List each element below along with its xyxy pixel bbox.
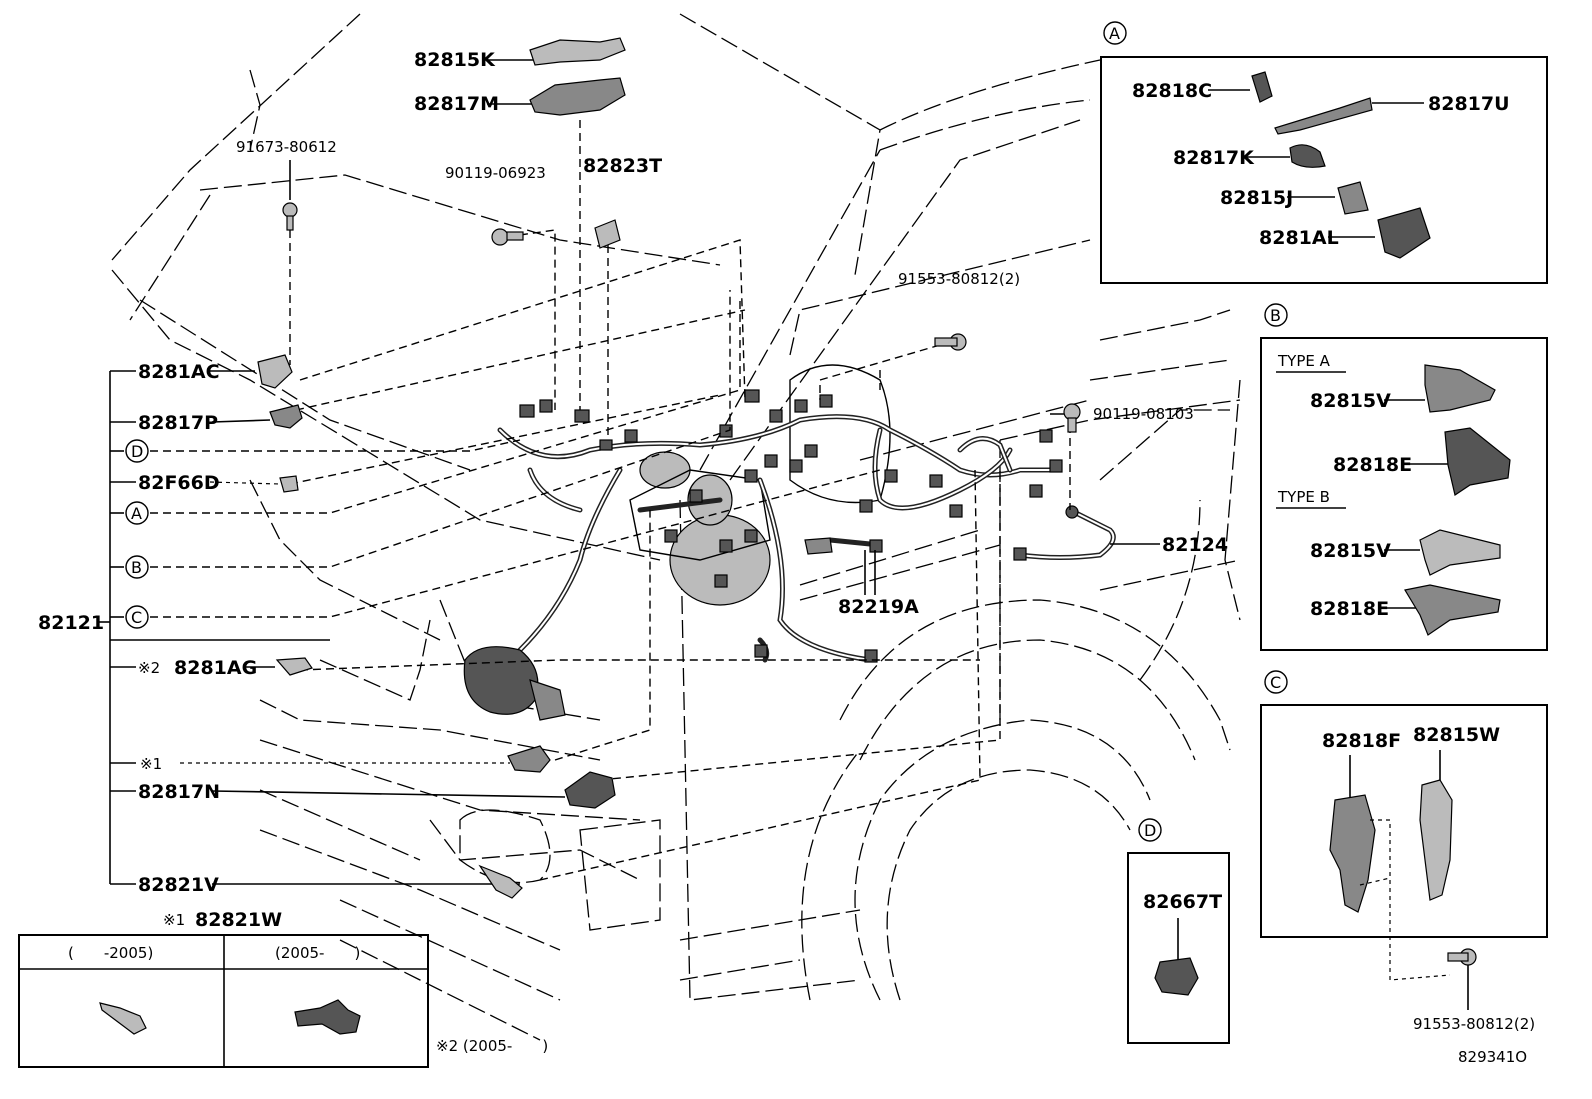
label-91553-80812-bottom: 91553-80812(2) <box>1413 1015 1535 1033</box>
panel-b: B TYPE A TYPE B 82815V 82818E 82815V 828… <box>1260 303 1548 651</box>
note-1-marker: ※1 <box>140 755 162 773</box>
callout-a-left: A <box>125 501 149 525</box>
main-labels: 82815K 82817M 91673-80612 90119-06923 82… <box>38 49 1228 896</box>
label-82817N: 82817N <box>138 781 220 803</box>
panel-b-title: B <box>1270 306 1281 325</box>
panel-a-item-2: 82817U <box>1428 93 1510 115</box>
panel-c: C 82818F 82815W <box>1260 670 1548 981</box>
label-82124: 82124 <box>1162 534 1228 556</box>
panel-d-title: D <box>1144 821 1156 840</box>
panel-a-item-4: 82815J <box>1220 187 1293 209</box>
note-2-text: ※2 (2005- ) <box>436 1037 548 1055</box>
svg-text:B: B <box>131 558 142 577</box>
label-90119-06923: 90119-06923 <box>445 164 546 182</box>
label-90119-08103: 90119-08103 <box>1093 405 1194 423</box>
note-2-marker: ※2 <box>138 659 160 677</box>
label-82121: 82121 <box>38 612 104 634</box>
label-8281AC: 8281AC <box>138 361 220 383</box>
panel-b-type-b: TYPE B <box>1277 488 1330 506</box>
table-col-2-header: (2005- ) <box>275 944 360 962</box>
panel-c-title: C <box>1270 673 1281 692</box>
table-col-1-header: ( -2005) <box>68 944 153 962</box>
label-91553-80812-top: 91553-80812(2) <box>898 270 1020 288</box>
table-note-marker: ※1 <box>163 911 185 929</box>
panel-a-item-3: 82817K <box>1173 147 1255 169</box>
vehicle-body-outline <box>111 13 1241 1041</box>
panel-a-item-5: 8281AL <box>1259 227 1339 249</box>
callout-c-left: C <box>125 605 149 629</box>
panel-b-item-4: 82818E <box>1310 598 1389 620</box>
callout-d-left: D <box>125 439 149 463</box>
panel-a-item-1: 82818C <box>1132 80 1212 102</box>
panel-b-type-a: TYPE A <box>1277 352 1331 370</box>
label-82817P: 82817P <box>138 412 218 434</box>
label-82823T: 82823T <box>583 155 662 177</box>
label-8281AG: 8281AG <box>174 657 257 679</box>
panel-b-item-2: 82818E <box>1333 454 1412 476</box>
panel-b-item-1: 82815V <box>1310 390 1391 412</box>
bolt-91553-bottom: 91553-80812(2) 829341O <box>1413 948 1535 1066</box>
svg-text:C: C <box>131 608 142 627</box>
label-82219A: 82219A <box>838 596 919 618</box>
label-82821W: 82821W <box>195 909 282 931</box>
panel-b-item-3: 82815V <box>1310 540 1391 562</box>
table-82821w: ※1 82821W ( -2005) (2005- ) ※2 (2005- ) <box>18 909 548 1068</box>
main-parts <box>257 37 1081 899</box>
panel-c-item-1: 82818F <box>1322 730 1401 752</box>
label-82815K: 82815K <box>414 49 496 71</box>
panel-a-title: A <box>1109 24 1120 43</box>
svg-text:D: D <box>131 442 143 461</box>
leader-lines <box>98 59 1160 885</box>
engine-wire-harness <box>463 364 1116 721</box>
label-82817M: 82817M <box>414 93 499 115</box>
panel-c-item-2: 82815W <box>1413 724 1500 746</box>
label-82667T: 82667T <box>1143 891 1222 913</box>
callout-b-left: B <box>125 555 149 579</box>
figure-code: 829341O <box>1458 1048 1527 1066</box>
svg-text:A: A <box>131 504 142 523</box>
label-82821V: 82821V <box>138 874 219 896</box>
label-82F66D: 82F66D <box>138 472 220 494</box>
label-91673-80612: 91673-80612 <box>236 138 337 156</box>
panel-a: A 82818C 82817U 82817K 82815J 8281AL <box>1100 21 1548 284</box>
panel-d: D 82667T <box>1127 818 1230 1044</box>
